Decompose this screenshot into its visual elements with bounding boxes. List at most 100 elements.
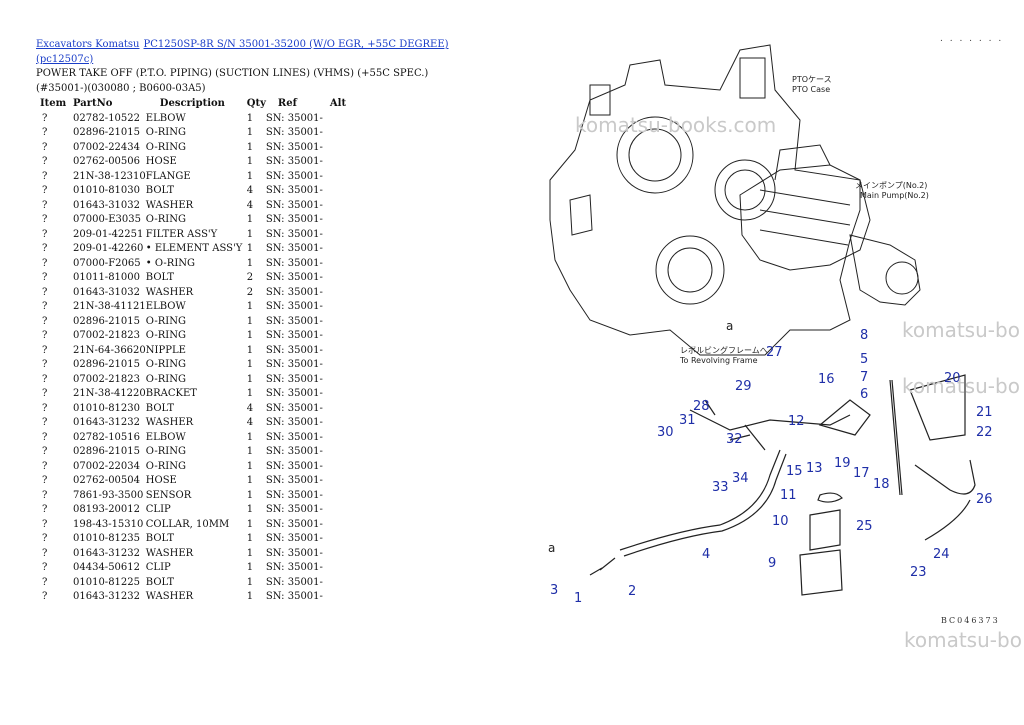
cell-qty: 1 (246, 446, 254, 457)
callout-30: 30 (657, 425, 674, 440)
cell-description: O-RING (145, 446, 186, 457)
cell-description: FILTER ASS'Y (145, 228, 218, 240)
table-header-row: Item PartNo Description Qty Ref Alt (36, 97, 360, 112)
cell-partno: 01643-31032 (73, 199, 141, 211)
callout-28: 28 (693, 399, 710, 414)
cell-partno: 02762-00506 (73, 156, 141, 167)
cell-qty: 1 (246, 156, 254, 167)
cell-alt (330, 126, 360, 141)
cell-alt (330, 489, 360, 504)
cell-ref: SN: 35001- (265, 402, 323, 414)
cell-partno: 01643-31232 (73, 547, 141, 559)
callout-13: 13 (806, 461, 823, 476)
label-main-pump-jp: メインポンプ(No.2) (855, 181, 927, 190)
cell-description: O-RING (145, 214, 186, 225)
cell-alt (330, 228, 360, 243)
label-pto-case-en: PTO Case (792, 85, 830, 94)
cell-alt (330, 460, 360, 475)
cell-qty: 1 (246, 301, 254, 312)
cell-item: ? (42, 301, 48, 312)
cell-qty: 1 (246, 141, 254, 153)
cell-description: NIPPLE (145, 344, 186, 356)
label-pto-case-jp: PTOケース (792, 75, 832, 84)
cell-description: O-RING (145, 373, 186, 385)
cell-ref: SN: 35001- (265, 359, 323, 370)
cell-ref: SN: 35001- (265, 141, 323, 153)
cell-item: ? (42, 533, 48, 544)
cell-alt (330, 300, 360, 315)
diagram-labels: PTOケース PTO Case メインポンプ(No.2) Main Pump(N… (548, 75, 929, 555)
cell-partno: 01010-81225 (73, 576, 141, 588)
cell-item: ? (42, 504, 48, 515)
cell-partno: 01643-31232 (73, 591, 141, 602)
cell-alt (330, 141, 360, 156)
cell-alt (330, 199, 360, 214)
cell-partno: 01010-81030 (73, 185, 141, 196)
cell-item: ? (42, 286, 48, 298)
callout-18: 18 (873, 477, 890, 492)
breadcrumb-link-model[interactable]: PC1250SP-8R S/N 35001-35200 (W/O EGR, +5… (36, 39, 449, 65)
cell-description: O-RING (145, 359, 186, 370)
callout-7: 7 (860, 370, 868, 385)
cell-description: WASHER (145, 591, 194, 602)
cell-description: BOLT (145, 272, 175, 283)
cell-partno: 02782-10516 (73, 431, 141, 443)
cell-partno: 07002-21823 (73, 373, 141, 385)
page-subtitle: POWER TAKE OFF (P.T.O. PIPING) (SUCTION … (36, 68, 429, 94)
cell-partno: 02896-21015 (73, 315, 141, 327)
cell-partno: 01010-81235 (73, 533, 141, 544)
cell-ref: SN: 35001- (265, 228, 323, 240)
cell-item: ? (42, 562, 48, 573)
breadcrumb-link-category[interactable]: Excavators Komatsu (36, 39, 140, 50)
cell-partno: 04434-50612 (73, 562, 141, 573)
cell-alt (330, 373, 360, 388)
cell-qty: 1 (246, 344, 254, 356)
cell-qty: 2 (246, 286, 254, 298)
cell-item: ? (42, 214, 48, 225)
cell-partno: 21N-38-12310 (73, 170, 146, 182)
cell-ref: SN: 35001- (265, 576, 323, 588)
watermark-2: komatsu-bo (902, 318, 1020, 342)
callout-31: 31 (679, 413, 696, 428)
cell-partno: 07000-F2065 (73, 257, 141, 269)
cell-item: ? (42, 199, 48, 211)
watermark-1: komatsu-books.com (575, 113, 777, 137)
cell-item: ? (42, 344, 48, 356)
callout-20: 20 (944, 371, 961, 386)
cell-qty: 1 (246, 591, 254, 602)
